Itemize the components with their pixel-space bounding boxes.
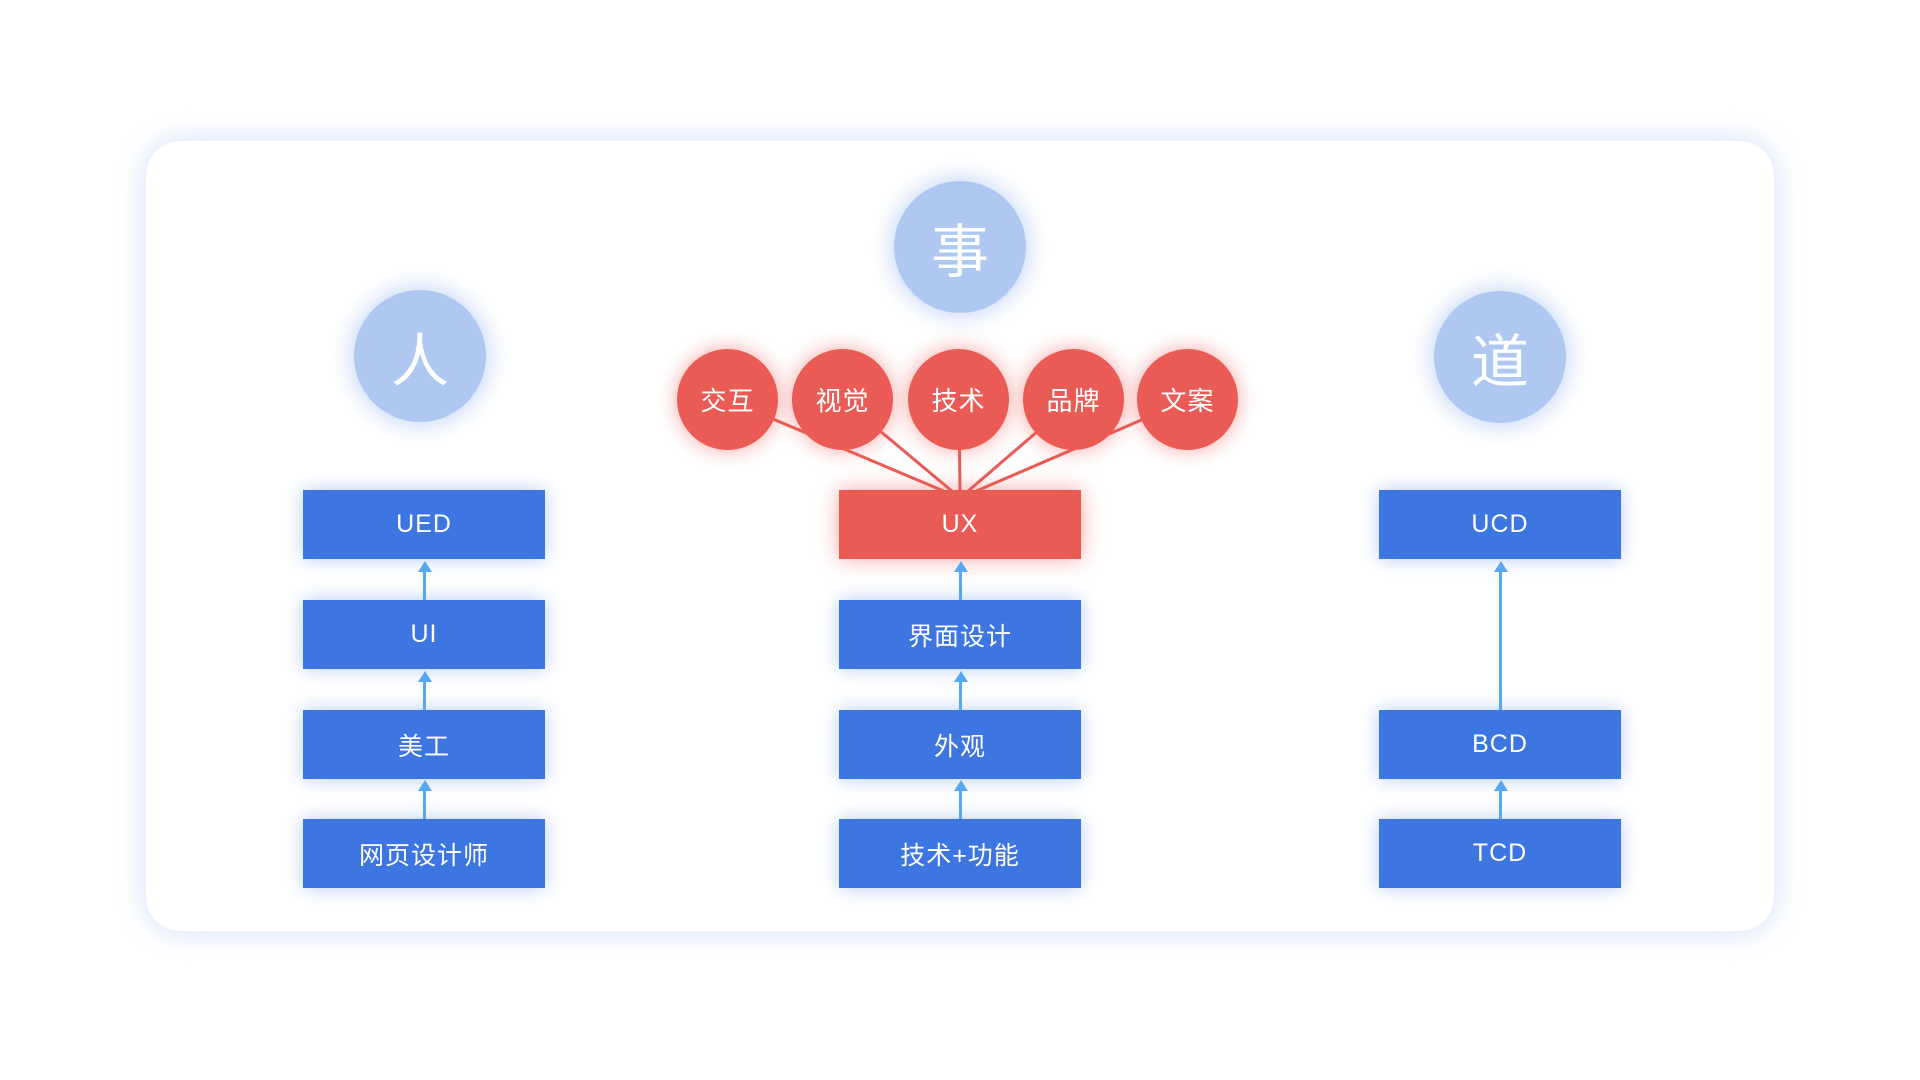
arrow-interface-to-ux [959, 571, 962, 600]
bubble-technology: 技术 [908, 349, 1009, 450]
arrow-bcd-to-ucd [1499, 571, 1502, 710]
node-ux: UX [839, 490, 1081, 559]
node-web-designer: 网页设计师 [303, 819, 545, 888]
node-tech-function: 技术+功能 [839, 819, 1081, 888]
node-ued: UED [303, 490, 545, 559]
bubble-visual: 视觉 [792, 349, 893, 450]
concept-circle-way: 道 [1434, 291, 1566, 423]
node-appearance: 外观 [839, 710, 1081, 779]
arrow-artworker-to-ui [423, 681, 426, 710]
arrow-appearance-to-interface [959, 681, 962, 710]
node-ucd: UCD [1379, 490, 1621, 559]
bubble-copywriting: 文案 [1137, 349, 1238, 450]
node-tcd: TCD [1379, 819, 1621, 888]
concept-circle-people: 人 [354, 290, 486, 422]
arrow-tcd-to-bcd [1499, 790, 1502, 819]
bubble-interaction: 交互 [677, 349, 778, 450]
node-art-worker: 美工 [303, 710, 545, 779]
arrow-ui-to-ued [423, 571, 426, 600]
concept-circle-matter: 事 [894, 181, 1026, 313]
arrow-techfunction-to-appearance [959, 790, 962, 819]
arrow-webdesigner-to-artworker [423, 790, 426, 819]
bubble-brand: 品牌 [1023, 349, 1124, 450]
node-bcd: BCD [1379, 710, 1621, 779]
node-interface-design: 界面设计 [839, 600, 1081, 669]
node-ui: UI [303, 600, 545, 669]
